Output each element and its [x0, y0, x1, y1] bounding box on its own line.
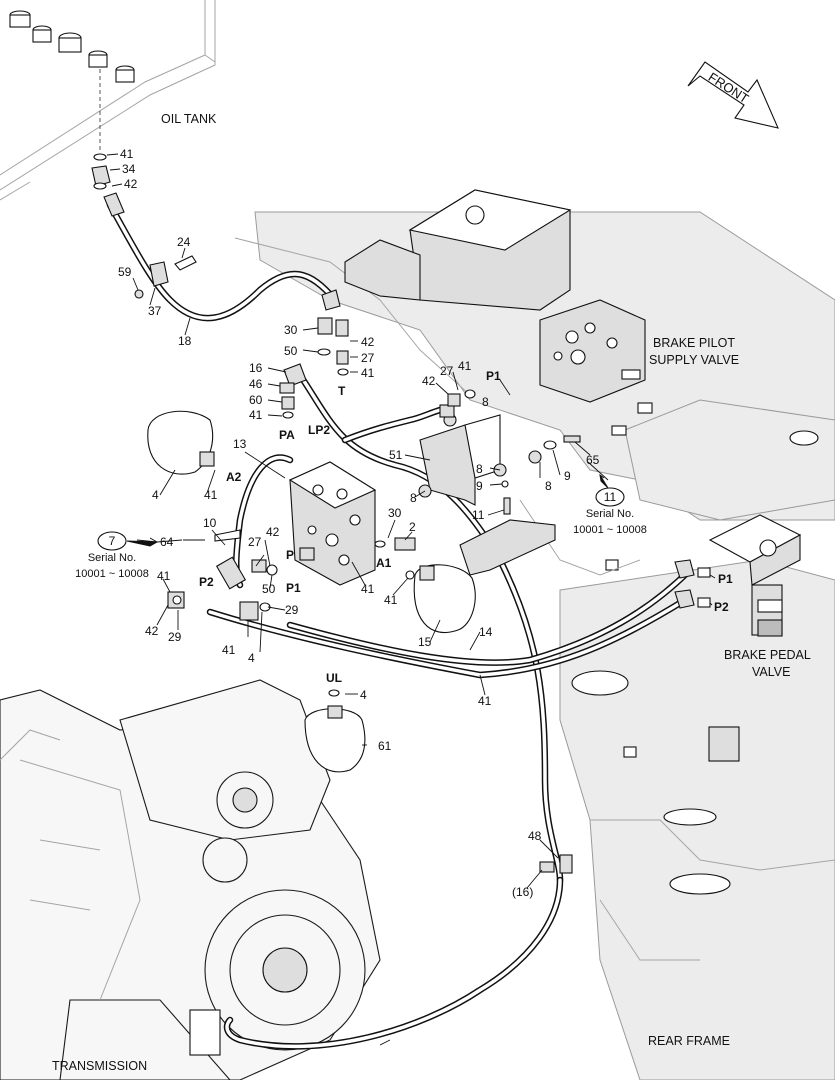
- label-brake-pedal-2: VALVE: [752, 665, 790, 679]
- callout-42: 4: [248, 651, 255, 665]
- callout-46: 46: [249, 377, 263, 391]
- port-t: T: [338, 384, 346, 398]
- callout-15: 14: [479, 625, 493, 639]
- callout-27: 27: [440, 364, 454, 378]
- serial-right-number: 11: [604, 490, 617, 504]
- label-front: FRONT: [706, 69, 752, 106]
- label-brake-pilot-2: SUPPLY VALVE: [649, 353, 739, 367]
- callout-18: 18: [178, 334, 192, 348]
- callout-41: 42: [266, 525, 280, 539]
- callout-65: 65: [586, 453, 600, 467]
- port-a2: A2: [226, 470, 242, 484]
- callout-42: 42: [124, 177, 138, 191]
- callout-29: 42: [145, 624, 159, 638]
- callout-41: 41: [458, 359, 472, 373]
- serial-callout-left: 7 Serial No. 10001 ~ 10008: [75, 531, 159, 580]
- serial-left-line2: 10001 ~ 10008: [75, 568, 149, 580]
- port-a1: A1: [376, 556, 392, 570]
- callout-41: 41: [157, 569, 171, 583]
- label-brake-pilot-1: BRAKE PILOT: [653, 336, 735, 350]
- port-p: P: [286, 548, 294, 562]
- callout-8: 8: [476, 462, 483, 476]
- fittings: [91, 153, 349, 419]
- tank-filler-caps: [9, 10, 135, 83]
- callout-41: 41: [361, 366, 375, 380]
- callout-30: 2: [409, 520, 416, 534]
- port-labels: T LP2 PA P1 A2 P P1 A1 P2 UL P1 P2: [199, 369, 733, 685]
- callout-27: 27: [361, 351, 375, 365]
- callout-2: 41: [361, 582, 375, 596]
- callout-16: 16: [249, 361, 263, 375]
- callout-8: 8: [482, 395, 489, 409]
- callout-11: 11: [472, 508, 485, 522]
- callout-50: 30: [388, 506, 402, 520]
- serial-left-line1: Serial No.: [88, 552, 136, 564]
- serial-left-number: 7: [109, 534, 116, 548]
- callout-50: 50: [284, 344, 298, 358]
- port-lp2: LP2: [308, 423, 330, 437]
- leader-lines: [106, 153, 716, 1046]
- callout-41: 41: [249, 408, 263, 422]
- callout-29: 41: [222, 643, 236, 657]
- port-pa: PA: [279, 428, 295, 442]
- callout-37: 37: [148, 304, 162, 318]
- callout-42: 29: [168, 630, 182, 644]
- brake-pilot-supply-valve: [344, 189, 646, 403]
- callout-51: 51: [389, 448, 403, 462]
- callout-41: 41: [204, 488, 218, 502]
- bracket-51: [418, 413, 581, 576]
- callout-42: 42: [422, 374, 436, 388]
- label-transmission: TRANSMISSION: [52, 1059, 147, 1073]
- port-p1: P1: [486, 369, 501, 383]
- callout-30: 30: [284, 323, 298, 337]
- callout-4: 61: [378, 739, 392, 753]
- callout-14: 41: [478, 694, 492, 708]
- callout-8: 8: [410, 491, 417, 505]
- callout-34: 34: [122, 162, 136, 176]
- label-oil-tank: OIL TANK: [161, 112, 217, 126]
- callout-59: 59: [118, 265, 132, 279]
- brake-pedal-valve: [708, 514, 802, 637]
- callout-64: 64: [160, 535, 174, 549]
- port-ul: UL: [326, 671, 342, 685]
- callout-41: 4: [360, 688, 367, 702]
- callout-4: 15: [418, 635, 432, 649]
- callout-8: 8: [545, 479, 552, 493]
- port-p1-pedal: P1: [718, 572, 733, 586]
- label-brake-pedal-1: BRAKE PEDAL: [724, 648, 811, 662]
- label-rear-frame: REAR FRAME: [648, 1034, 730, 1048]
- serial-right-line1: Serial No.: [586, 508, 634, 520]
- callout-42: 42: [361, 335, 375, 349]
- callout-13: 13: [233, 437, 247, 451]
- serial-callout-right: 11 Serial No. 10001 ~ 10008: [573, 473, 647, 536]
- oil-tank: [0, 0, 216, 201]
- callout-48: (16): [512, 885, 533, 899]
- callout-42: 50: [262, 582, 276, 596]
- transmission-assembly: [0, 679, 381, 1080]
- accumulators: [147, 410, 476, 773]
- callout-24: 24: [177, 235, 191, 249]
- port-p2: P2: [199, 575, 214, 589]
- misc-fittings: [167, 389, 711, 874]
- port-p1: P1: [286, 581, 301, 595]
- callout-4: 4: [152, 488, 159, 502]
- callout-41: 41: [384, 593, 398, 607]
- callout-9: 9: [564, 469, 571, 483]
- callout-10: 10: [203, 516, 217, 530]
- callout-41: 29: [285, 603, 299, 617]
- callout-41: 41: [120, 147, 134, 161]
- callout-60: 60: [249, 393, 263, 407]
- part-callouts: 41 34 42 24 59 37 18 30 50 42 27 41 16 4…: [118, 147, 600, 899]
- main-control-valve-block: [288, 461, 377, 586]
- serial-right-line2: 10001 ~ 10008: [573, 524, 647, 536]
- callout-9: 9: [476, 479, 483, 493]
- callout-27: 27: [248, 535, 262, 549]
- callout-61: 48: [528, 829, 542, 843]
- port-p2-pedal: P2: [714, 600, 729, 614]
- front-direction-arrow: [687, 61, 779, 129]
